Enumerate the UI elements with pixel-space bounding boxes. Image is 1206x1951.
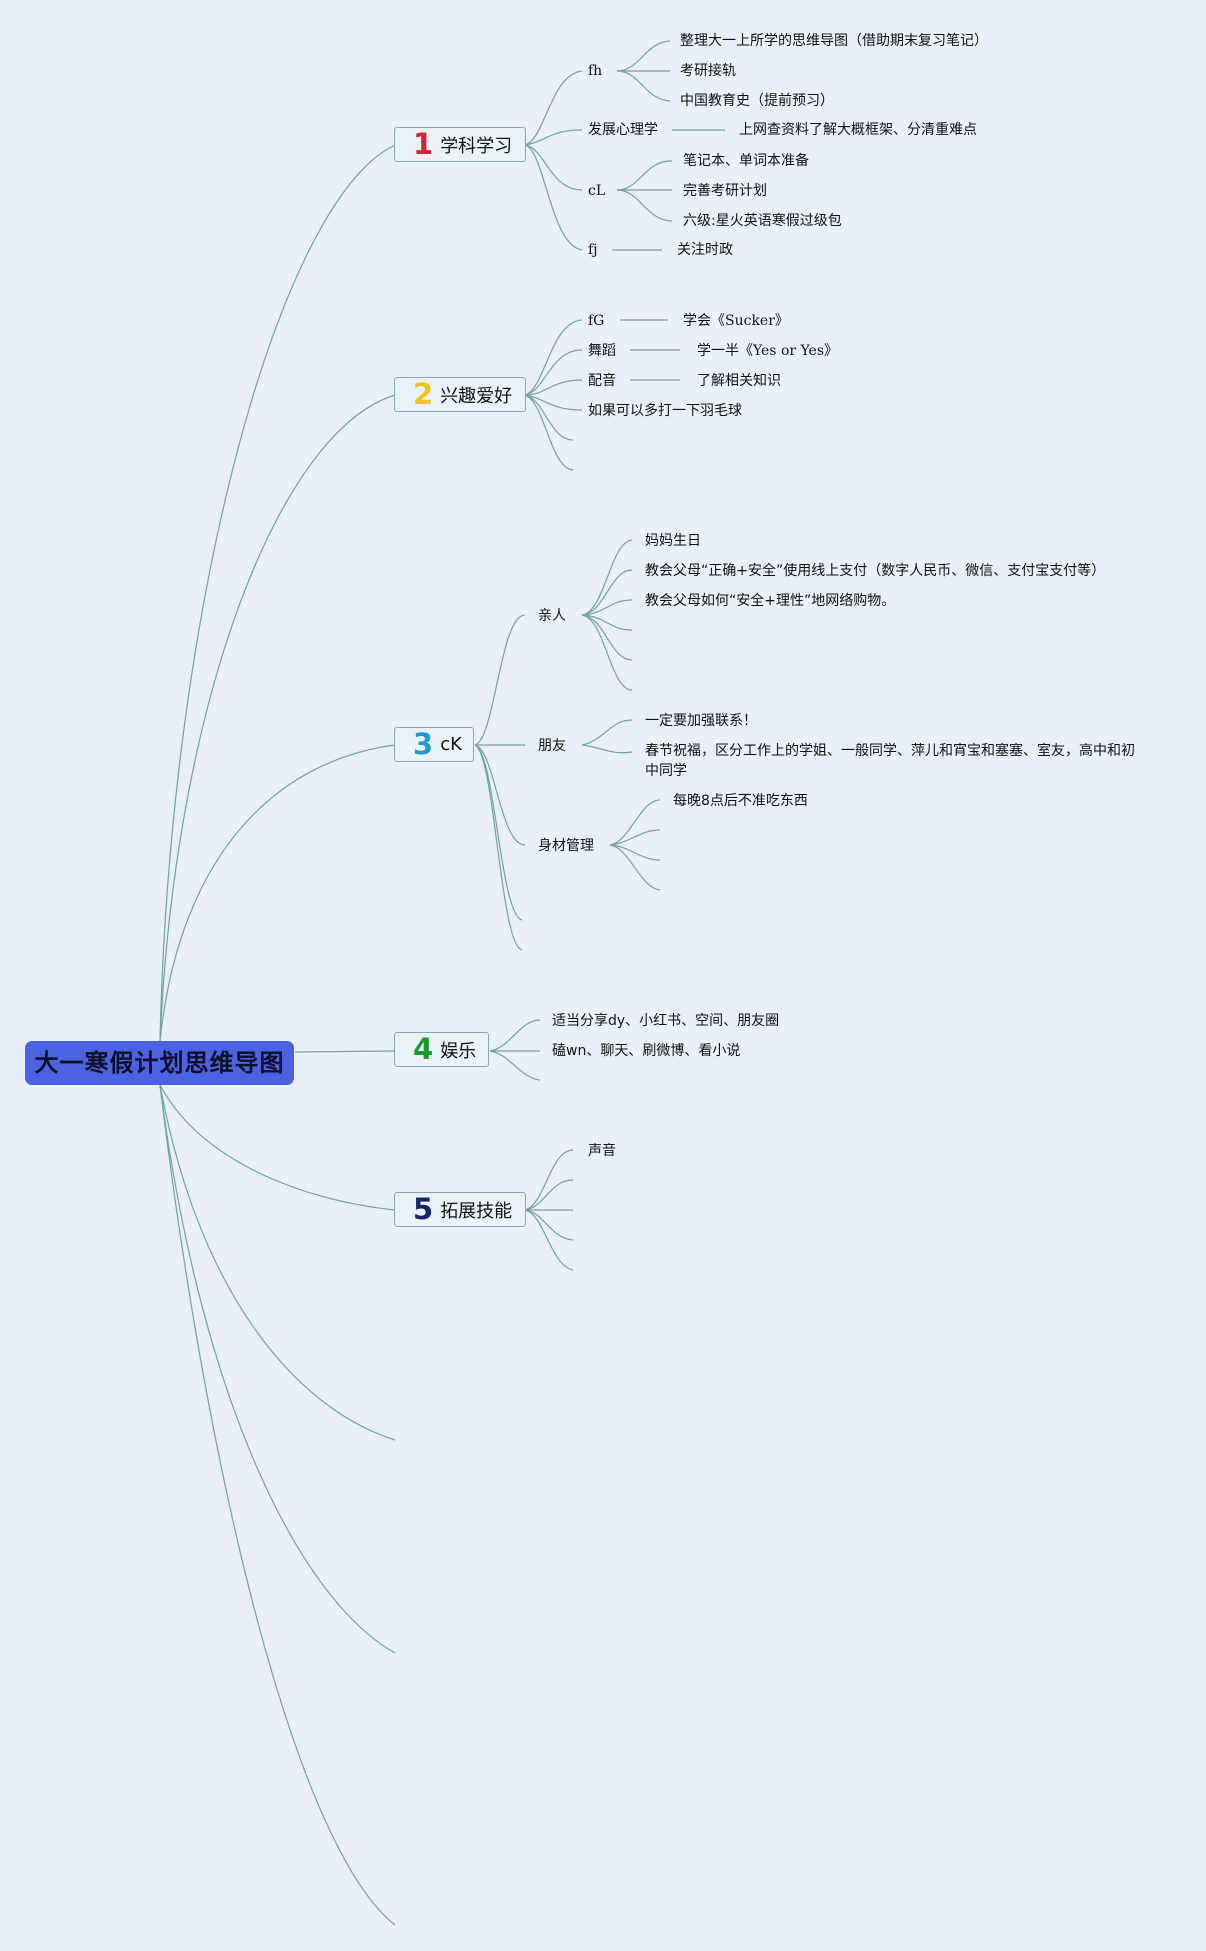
- number-4-icon: 4: [413, 1032, 434, 1066]
- subtopic-dance[interactable]: 舞蹈: [588, 343, 616, 359]
- root-topic[interactable]: 大一寒假计划思维导图: [25, 1041, 294, 1085]
- subtopic-developmental-psychology[interactable]: 发展心理学: [588, 122, 658, 138]
- branch-label: 学科学习: [440, 135, 513, 157]
- branch-label: cK: [440, 734, 462, 755]
- number-5-icon: 5: [413, 1192, 434, 1226]
- subtopic-fj[interactable]: fj: [588, 242, 598, 258]
- number-3-icon: 3: [413, 727, 434, 761]
- subtopic-friends[interactable]: 朋友: [538, 738, 566, 754]
- leaf-topic[interactable]: 整理大一上所学的思维导图（借助期末复习笔记）: [680, 33, 988, 49]
- branch-label: 娱乐: [440, 1040, 477, 1062]
- leaf-topic[interactable]: 教会父母如何“安全+理性”地网络购物。: [645, 593, 896, 609]
- subtopic-cl[interactable]: cL: [588, 183, 606, 199]
- leaf-topic[interactable]: 关注时政: [677, 242, 733, 258]
- number-1-icon: 1: [413, 127, 434, 161]
- subtopic-voice[interactable]: 声音: [588, 1143, 616, 1159]
- leaf-topic[interactable]: 中国教育史（提前预习）: [680, 93, 834, 109]
- link-root-empty2: [159, 1084, 396, 1654]
- leaf-topic[interactable]: 考研接轨: [680, 63, 736, 79]
- branch-topic-2[interactable]: 2 兴趣爱好: [394, 377, 526, 412]
- leaf-topic[interactable]: 春节祝福，区分工作上的学姐、一般同学、萍儿和宵宝和塞塞、室友，高中和初中同学: [645, 743, 1135, 779]
- link-root-empty3: [159, 1084, 396, 1926]
- branch-topic-4[interactable]: 4 娱乐: [394, 1032, 489, 1067]
- branch-label: 拓展技能: [440, 1200, 513, 1222]
- link-root-empty1: [159, 1084, 396, 1441]
- link-root-b1: [159, 144, 396, 1042]
- subtopic-body-management[interactable]: 身材管理: [538, 838, 594, 854]
- leaf-topic[interactable]: 学会《Sucker》: [683, 313, 789, 329]
- link-root-b4: [294, 1050, 396, 1053]
- leaf-topic[interactable]: 妈妈生日: [645, 533, 701, 549]
- leaf-topic[interactable]: 学一半《Yes or Yes》: [697, 343, 839, 359]
- leaf-topic[interactable]: 完善考研计划: [683, 183, 767, 199]
- link-root-b2: [159, 394, 396, 1042]
- leaf-topic[interactable]: 了解相关知识: [697, 373, 781, 389]
- branch-label: 兴趣爱好: [440, 385, 513, 407]
- subtopic-leisure[interactable]: 磕wn、聊天、刷微博、看小说: [552, 1043, 741, 1059]
- branch-topic-1[interactable]: 1 学科学习: [394, 127, 526, 162]
- leaf-topic[interactable]: 每晚8点后不准吃东西: [673, 793, 808, 809]
- subtopic-dubbing[interactable]: 配音: [588, 373, 616, 389]
- subtopic-fg[interactable]: fG: [588, 313, 605, 329]
- branch-topic-5[interactable]: 5 拓展技能: [394, 1192, 526, 1227]
- leaf-topic[interactable]: 上网查资料了解大概框架、分清重难点: [739, 122, 977, 138]
- link-root-b5: [159, 1084, 396, 1211]
- leaf-topic[interactable]: 一定要加强联系！: [645, 713, 757, 729]
- leaf-topic[interactable]: 笔记本、单词本准备: [683, 153, 809, 169]
- subtopic-sharing[interactable]: 适当分享dy、小红书、空间、朋友圈: [552, 1013, 780, 1029]
- subtopic-badminton[interactable]: 如果可以多打一下羽毛球: [588, 403, 742, 419]
- leaf-topic[interactable]: 教会父母“正确+安全”使用线上支付（数字人民币、微信、支付宝支付等）: [645, 563, 1106, 579]
- subtopic-relatives[interactable]: 亲人: [538, 608, 566, 624]
- number-2-icon: 2: [413, 377, 434, 411]
- leaf-topic[interactable]: 六级:星火英语寒假过级包: [683, 213, 842, 229]
- branch-topic-3[interactable]: 3 cK: [394, 727, 474, 762]
- link-root-b3: [159, 744, 396, 1042]
- subtopic-fh[interactable]: fh: [588, 63, 603, 79]
